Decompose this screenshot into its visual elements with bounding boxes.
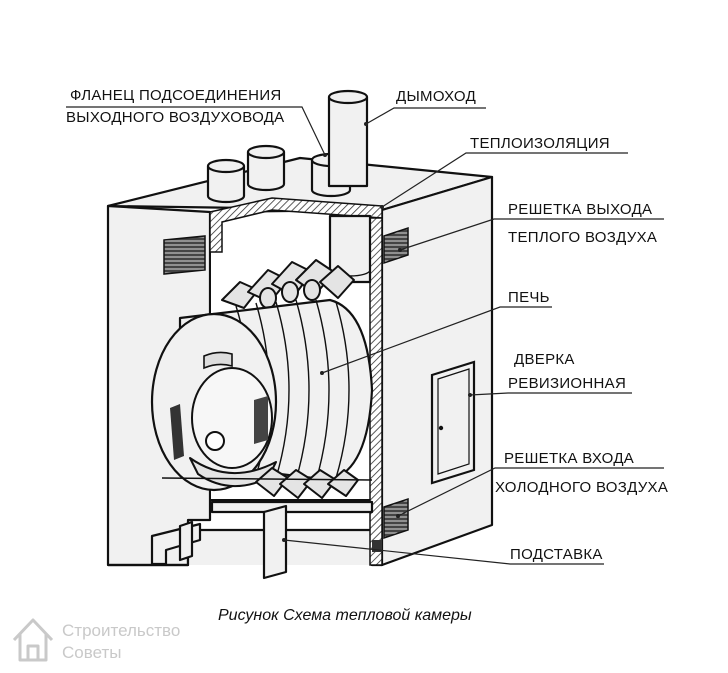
chimney-pipe xyxy=(327,89,372,284)
label-flange-line1: ФЛАНЕЦ ПОДСОЕДИНЕНИЯ xyxy=(70,87,282,104)
cold-air-inlet-grille xyxy=(372,497,409,552)
label-flange-line2: ВЫХОДНОГО ВОЗДУХОВОДА xyxy=(66,109,284,126)
label-cold-grille-line1: РЕШЕТКА ВХОДА xyxy=(504,450,634,467)
label-stove: ПЕЧЬ xyxy=(508,289,550,306)
label-door-line2: РЕВИЗИОННАЯ xyxy=(508,375,626,392)
watermark-line2: Советы xyxy=(62,643,121,662)
warm-air-outlet-grille xyxy=(163,226,409,275)
label-cold-grille-line2: ХОЛОДНОГО ВОЗДУХА xyxy=(495,479,668,496)
stand xyxy=(150,500,374,580)
figure-caption: Рисунок Схема тепловой камеры xyxy=(218,607,472,624)
insulation-layer xyxy=(209,197,383,566)
leader-lines xyxy=(66,106,664,565)
label-warm-grille-line1: РЕШЕТКА ВЫХОДА xyxy=(508,201,652,218)
house-icon xyxy=(12,618,54,662)
label-stand: ПОДСТАВКА xyxy=(510,546,603,563)
label-insulation: ТЕПЛОИЗОЛЯЦИЯ xyxy=(470,135,610,152)
inspection-door xyxy=(430,360,476,485)
watermark-line1: Строительство xyxy=(62,621,180,640)
label-warm-grille-line2: ТЕПЛОГО ВОЗДУХА xyxy=(508,229,657,246)
watermark: Строительство Советы xyxy=(12,618,180,662)
label-chimney: ДЫМОХОД xyxy=(396,88,476,105)
label-door-line1: ДВЕРКА xyxy=(514,351,575,368)
stove-tubes-top xyxy=(221,259,355,309)
stove xyxy=(150,259,374,499)
